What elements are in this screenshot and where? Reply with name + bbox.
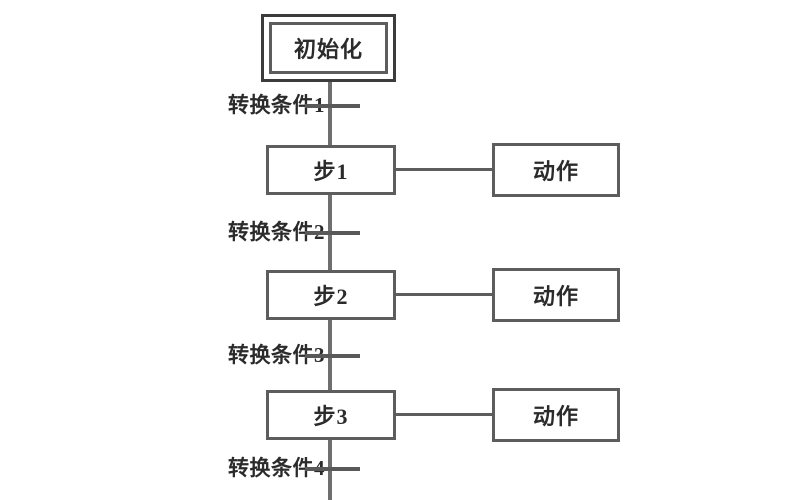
transition-tick-3 [305,354,360,358]
transition-label-1: 转换条件1 [228,93,325,117]
transition-tick-2 [305,231,360,235]
transition-label-3: 转换条件3 [228,343,325,367]
initial-step-label: 初始化 [293,37,363,62]
action-label-1: 动作 [532,159,579,184]
action-box-1[interactable]: 动作 [492,143,620,197]
step-label-2: 步2 [313,284,349,309]
transition-tick-1 [305,104,360,108]
step-action-connector-3 [396,413,492,416]
action-box-3[interactable]: 动作 [492,388,620,442]
flow-line-initial-to-t1 [328,80,332,150]
step-box-3[interactable]: 步3 [266,390,396,440]
step-action-connector-2 [396,293,492,296]
action-box-2[interactable]: 动作 [492,268,620,322]
initial-step-box[interactable]: 初始化 [261,14,396,82]
action-label-2: 动作 [532,284,579,309]
action-label-3: 动作 [532,404,579,429]
initial-step-inner-frame: 初始化 [269,22,388,74]
step-label-3: 步3 [313,404,349,429]
step-box-2[interactable]: 步2 [266,270,396,320]
step-label-1: 步1 [313,159,349,184]
transition-tick-4 [305,467,360,471]
step-action-connector-1 [396,168,492,171]
step-box-1[interactable]: 步1 [266,145,396,195]
transition-label-2: 转换条件2 [228,220,325,244]
transition-label-4: 转换条件4 [228,456,325,480]
